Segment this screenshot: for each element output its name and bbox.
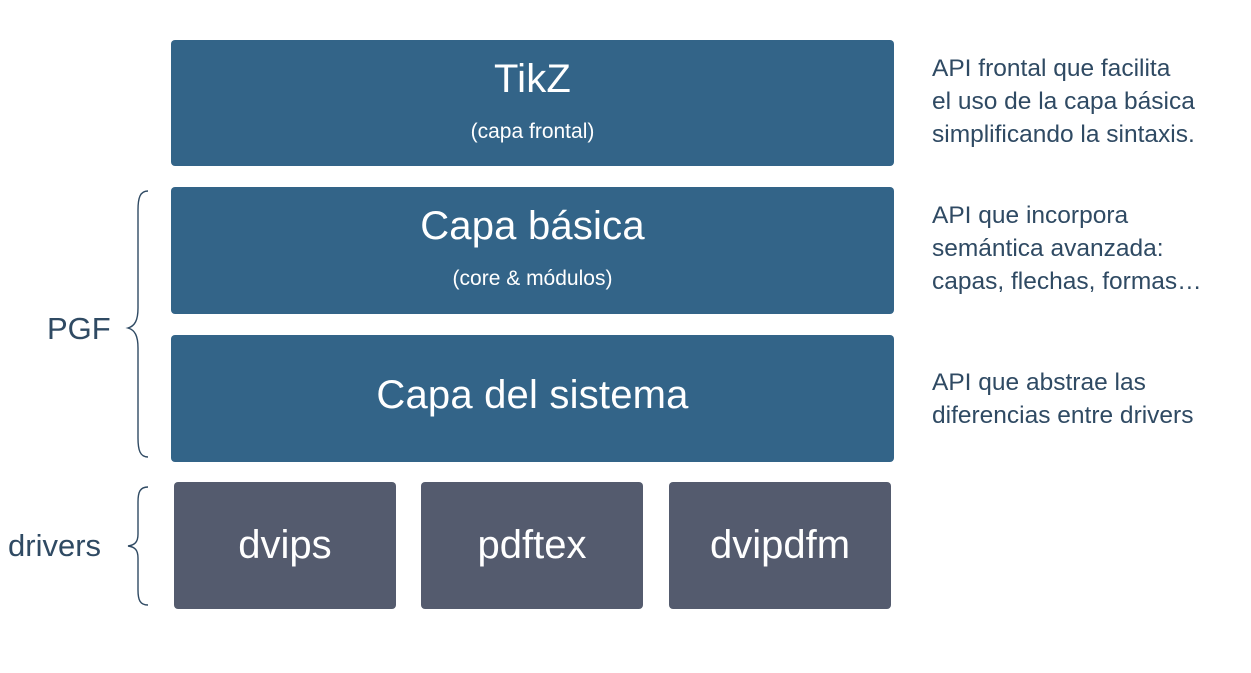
group-label-pgf: PGF [47,311,111,346]
description-line: API frontal que facilita [932,55,1171,82]
group-label-drivers: drivers [8,528,102,563]
description-line: capas, flechas, formas… [932,268,1202,295]
description-tikz: API frontal que facilita el uso de la ca… [932,52,1247,151]
description-line: semántica avanzada: [932,235,1164,262]
layer-tikz: TikZ (capa frontal) [171,40,894,166]
layer-capa-basica: Capa básica (core & módulos) [171,187,894,314]
brace-pgf-icon [125,190,149,458]
description-line: simplificando la sintaxis. [932,121,1195,148]
description-line: el uso de la capa básica [932,88,1195,115]
description-capa-basica: API que incorpora semántica avanzada: ca… [932,199,1247,298]
layer-title: Capa básica [420,204,645,248]
layer-title: TikZ [493,57,572,101]
driver-pdftex: pdftex [421,482,643,609]
layer-capa-del-sistema: Capa del sistema [171,335,894,462]
layer-title: Capa del sistema [376,373,689,417]
layer-subtitle: (core & módulos) [452,267,613,290]
description-capa-del-sistema: API que abstrae las diferencias entre dr… [932,366,1247,432]
driver-dvipdfm: dvipdfm [669,482,891,609]
brace-drivers-icon [127,486,149,606]
description-line: API que incorpora [932,202,1129,229]
driver-dvips: dvips [174,482,396,609]
layer-subtitle: (capa frontal) [470,120,595,143]
description-line: diferencias entre drivers [932,402,1194,429]
description-line: API que abstrae las [932,369,1146,396]
